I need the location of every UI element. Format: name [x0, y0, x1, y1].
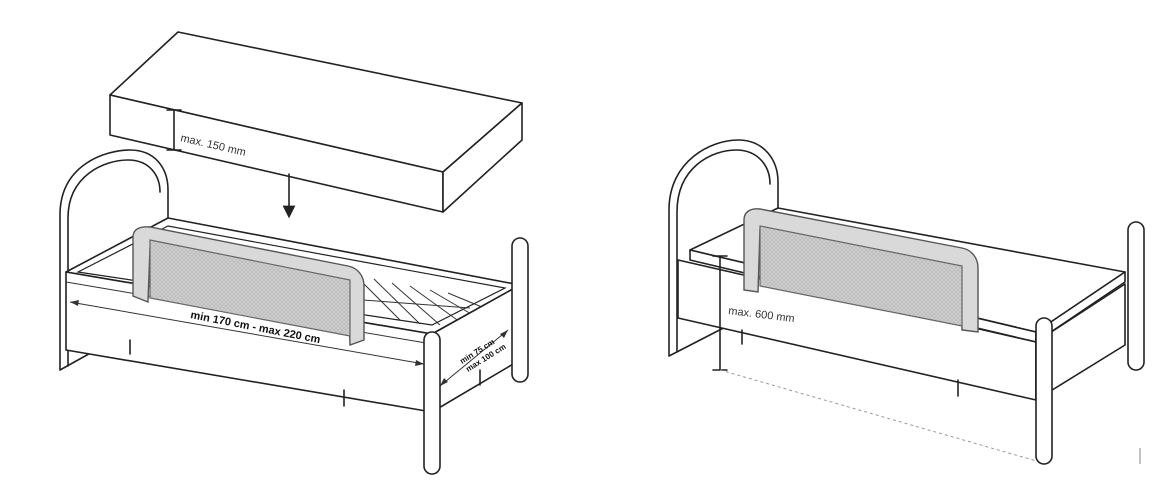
left-figure: max. 150 mm	[59, 31, 529, 475]
rail-height-indicator	[712, 255, 1041, 463]
width-dimension	[439, 329, 509, 387]
mattress	[109, 31, 523, 213]
right-bed-rail	[743, 208, 979, 333]
right-corner-posts	[1035, 221, 1145, 465]
right-figure: max. 600 mm	[668, 139, 1145, 465]
left-bed-rail	[132, 226, 365, 346]
length-dimension	[69, 300, 425, 366]
mattress-height-indicator	[166, 109, 182, 151]
left-corner-posts	[423, 237, 529, 475]
